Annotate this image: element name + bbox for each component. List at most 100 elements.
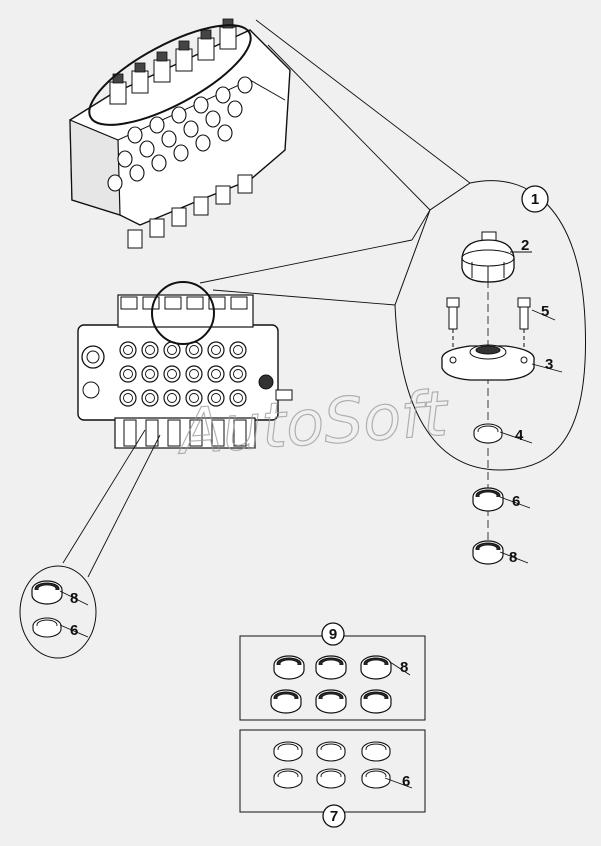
port — [229, 365, 247, 383]
iso-cap-top — [178, 40, 190, 51]
iso-cap — [131, 70, 149, 94]
iso-port — [195, 134, 211, 152]
part-8-ring-exploded — [472, 540, 504, 565]
iso-stem — [171, 207, 187, 227]
port — [119, 365, 137, 383]
label-8-exploded: 8 — [509, 549, 517, 566]
valve-block-front — [77, 281, 293, 449]
valve-body — [186, 296, 204, 310]
valve-stem — [211, 419, 225, 447]
label-8-kit: 8 — [400, 659, 408, 676]
valve-stem — [145, 419, 159, 447]
part-2-cap — [461, 231, 515, 283]
iso-port — [149, 116, 165, 134]
iso-stem — [193, 196, 209, 216]
iso-cap — [109, 81, 127, 105]
kit7-ring — [316, 768, 346, 789]
iso-cap-top — [156, 51, 168, 62]
port — [119, 389, 137, 407]
label-3: 3 — [545, 356, 553, 373]
label-6-detail: 6 — [70, 622, 78, 639]
part-6-ring-exploded — [472, 487, 504, 512]
iso-cap — [153, 59, 171, 83]
port — [207, 365, 225, 383]
iso-port — [173, 144, 189, 162]
label-5: 5 — [541, 303, 549, 320]
port — [119, 341, 137, 359]
kit9-ring — [360, 655, 392, 680]
callout-7: 7 — [330, 808, 338, 825]
iso-port — [205, 110, 221, 128]
valve-body — [230, 296, 248, 310]
label-6-exploded: 6 — [512, 493, 520, 510]
highlight-circle-front — [151, 281, 215, 345]
part-3-flange — [441, 344, 535, 381]
iso-port — [161, 130, 177, 148]
kit7-ring — [273, 768, 303, 789]
iso-port — [227, 100, 243, 118]
kit9-ring — [273, 655, 305, 680]
valve-stem — [167, 419, 181, 447]
kit9-ring — [270, 689, 302, 714]
exploded-view-outline — [394, 180, 587, 471]
iso-port — [127, 126, 143, 144]
iso-port — [237, 76, 253, 94]
highlight-ellipse-top — [88, 24, 252, 126]
iso-stem — [215, 185, 231, 205]
iso-port — [215, 86, 231, 104]
iso-stem — [237, 174, 253, 194]
iso-port — [139, 140, 155, 158]
port — [141, 341, 159, 359]
callout-1: 1 — [531, 191, 539, 208]
iso-port — [171, 106, 187, 124]
seal-ring-6-detail — [32, 617, 62, 638]
iso-cap-top — [134, 62, 146, 73]
part-5-bolts — [446, 297, 531, 350]
exploded-parts — [441, 231, 535, 565]
iso-cap-top — [222, 18, 234, 29]
kit7-ring — [361, 741, 391, 762]
kit7-ring — [316, 741, 346, 762]
callout-9: 9 — [329, 626, 337, 643]
iso-stem — [127, 229, 143, 249]
valve-body — [120, 296, 138, 310]
iso-port — [151, 154, 167, 172]
port — [141, 389, 159, 407]
valve-stem — [233, 419, 247, 447]
iso-cap — [219, 26, 237, 50]
label-2: 2 — [521, 237, 529, 254]
label-4: 4 — [515, 427, 524, 444]
iso-port — [183, 120, 199, 138]
iso-port — [107, 174, 123, 192]
iso-port — [193, 96, 209, 114]
iso-cap — [197, 37, 215, 61]
iso-port — [117, 150, 133, 168]
part-4-ring — [473, 423, 503, 444]
label-6-kit: 6 — [402, 773, 410, 790]
port — [207, 341, 225, 359]
port — [163, 365, 181, 383]
port — [229, 341, 247, 359]
iso-cap-top — [200, 29, 212, 40]
valve-block-isometric — [69, 18, 291, 249]
kit9-ring — [315, 689, 347, 714]
valve-body — [142, 296, 160, 310]
valve-stem — [123, 419, 137, 447]
kit7-ring — [273, 741, 303, 762]
part-labels — [59, 251, 563, 789]
iso-port — [217, 124, 233, 142]
label-8-detail: 8 — [70, 590, 78, 607]
valve-body — [164, 296, 182, 310]
iso-port — [129, 164, 145, 182]
callout-9-circle — [321, 622, 345, 646]
port — [141, 365, 159, 383]
kit9-ring — [360, 689, 392, 714]
leader-lines — [62, 19, 471, 578]
seal-ring-8-detail — [31, 580, 63, 605]
seal-detail-bubble — [19, 565, 97, 659]
port — [185, 365, 203, 383]
callout-1-circle — [521, 185, 549, 213]
iso-stem — [149, 218, 165, 238]
